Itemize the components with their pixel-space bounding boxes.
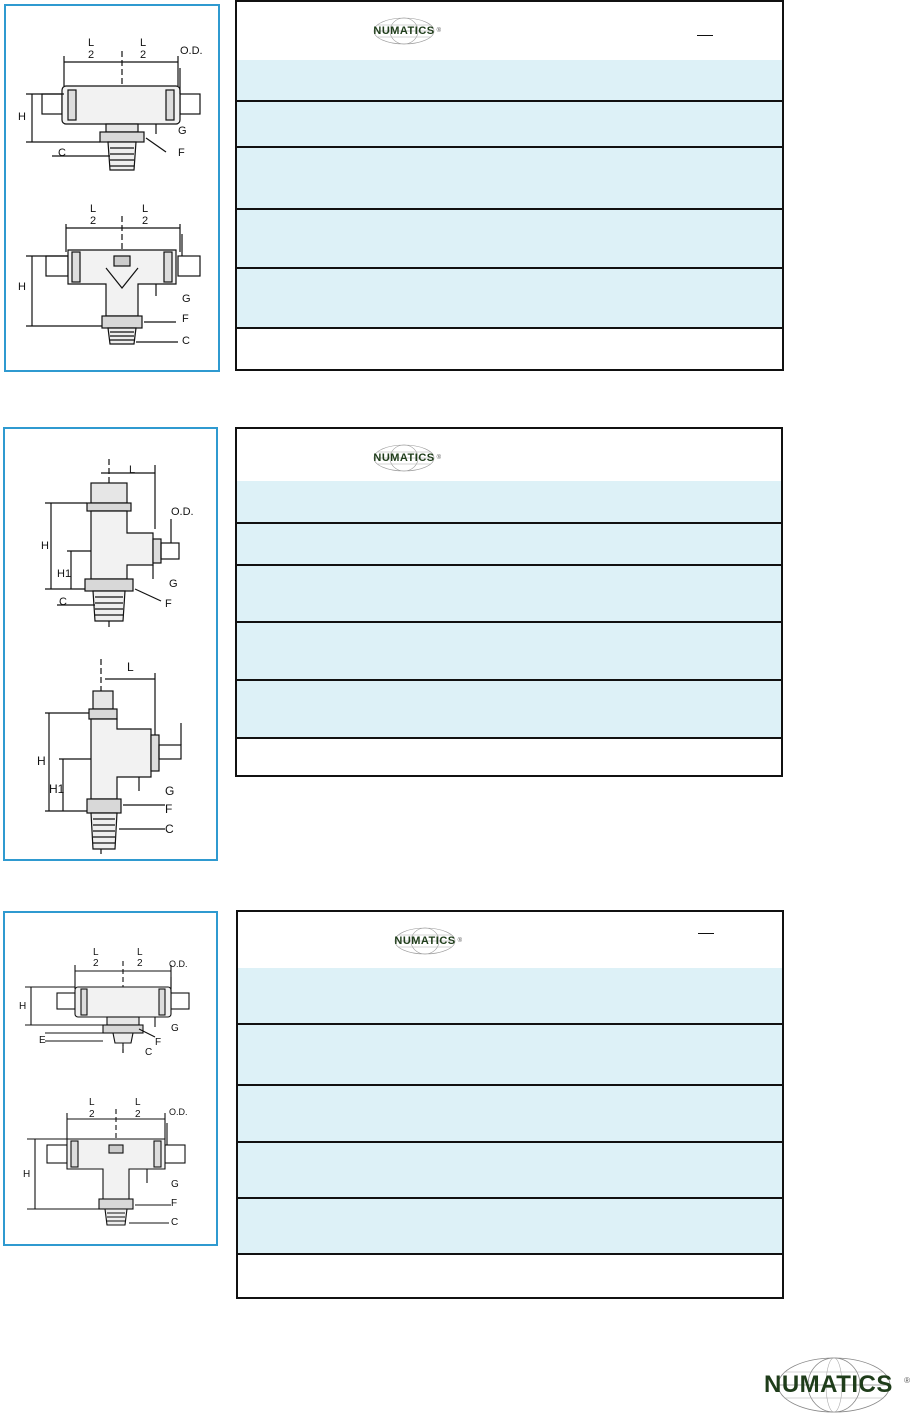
table-row xyxy=(237,681,781,739)
table-row xyxy=(238,1025,782,1086)
table-row xyxy=(237,148,782,210)
dim-half-label: 2 xyxy=(142,215,148,227)
dim-f-label: F xyxy=(171,1198,177,1209)
dim-g-label: G xyxy=(178,125,187,137)
dim-l-label: L xyxy=(89,1097,95,1108)
registered-mark: ® xyxy=(904,1376,910,1385)
dim-h-label: H xyxy=(19,1001,26,1012)
numatics-logo: NUMATICS ® xyxy=(363,443,445,473)
dim-l-label: L xyxy=(140,37,146,49)
dim-f-label: F xyxy=(155,1037,161,1048)
table-row xyxy=(237,524,781,566)
table-row xyxy=(237,210,782,269)
dim-g-label: G xyxy=(171,1023,179,1034)
table-row xyxy=(237,329,782,369)
header-rule-mark xyxy=(697,35,713,36)
table-row xyxy=(237,102,782,148)
dim-l-label: L xyxy=(127,660,134,674)
spec-table-3: NUMATICS ® xyxy=(236,910,784,1299)
dim-c-label: C xyxy=(58,147,66,159)
dim-l-label: L xyxy=(93,947,99,958)
dim-c-label: C xyxy=(165,822,174,836)
spec-table-2: NUMATICS ® xyxy=(235,427,783,777)
table-row xyxy=(238,1255,782,1297)
registered-mark: ® xyxy=(436,28,441,34)
fitting-diagram-3: L 2 L 2 O.D. H E G F C L 2 L 2 O.D. H G xyxy=(3,911,218,1246)
table-row xyxy=(237,566,781,623)
dim-g-label: G xyxy=(182,293,191,305)
table-row xyxy=(237,60,782,102)
numatics-logo: NUMATICS ® xyxy=(384,926,466,956)
dim-half-label: 2 xyxy=(140,49,146,61)
dim-g-label: G xyxy=(171,1179,179,1190)
table-row xyxy=(238,1199,782,1255)
globe-icon xyxy=(373,444,435,472)
dim-od-label: O.D. xyxy=(180,45,203,57)
logo-wordmark: NUMATICS xyxy=(373,452,435,464)
dim-c-label: C xyxy=(182,335,190,347)
dim-l-label: L xyxy=(88,37,94,49)
dim-e-label: E xyxy=(39,1035,46,1046)
fitting-diagram-2: L O.D. H H1 G F C L H H1 G F C xyxy=(3,427,218,861)
dim-c-label: C xyxy=(145,1047,152,1058)
globe-icon xyxy=(777,1357,891,1413)
dim-f-label: F xyxy=(165,802,172,816)
table-row xyxy=(238,968,782,1025)
dim-l-label: L xyxy=(90,203,96,215)
table-row xyxy=(237,623,781,681)
run-tee-drawing: L O.D. H H1 G F C L H H1 G F C xyxy=(37,459,194,855)
dim-f-label: F xyxy=(182,313,189,325)
logo-wordmark: NUMATICS xyxy=(394,935,456,947)
dim-l-label: L xyxy=(135,1097,141,1108)
table-row xyxy=(237,269,782,329)
table-row xyxy=(238,1143,782,1199)
dim-c-label: C xyxy=(171,1217,178,1228)
miniature-tee-drawing: L 2 L 2 O.D. H E G F C L 2 L 2 O.D. H G xyxy=(19,947,190,1228)
dim-h-label: H xyxy=(23,1169,30,1180)
logo-wordmark: NUMATICS xyxy=(764,1371,893,1398)
fitting-diagram-1: L 2 L 2 O.D. H G F C L 2 L 2 H G xyxy=(4,4,220,372)
dim-h-label: H xyxy=(18,111,26,123)
dim-half-label: 2 xyxy=(135,1109,141,1120)
dim-half-label: 2 xyxy=(90,215,96,227)
globe-icon xyxy=(394,927,456,955)
dim-half-label: 2 xyxy=(88,49,94,61)
dim-h-label: H xyxy=(18,281,26,293)
header-rule-mark xyxy=(698,933,714,934)
dim-od-label: O.D. xyxy=(169,1107,188,1117)
table-row xyxy=(237,739,781,775)
globe-icon xyxy=(373,17,435,45)
dim-l-label: L xyxy=(129,464,135,476)
table-header: NUMATICS ® xyxy=(237,2,782,62)
dim-h-label: H xyxy=(37,754,46,768)
dim-od-label: O.D. xyxy=(169,959,188,969)
dim-half-label: 2 xyxy=(93,958,99,969)
dim-h1-label: H1 xyxy=(57,568,71,580)
tee-fitting-drawing: L 2 L 2 O.D. H G F C L 2 L 2 H G xyxy=(18,37,203,347)
dim-f-label: F xyxy=(165,598,172,610)
registered-mark: ® xyxy=(457,938,462,944)
spec-table-1: NUMATICS ® xyxy=(235,0,784,371)
dim-g-label: G xyxy=(169,578,178,590)
dim-l-label: L xyxy=(142,203,148,215)
registered-mark: ® xyxy=(436,455,441,461)
dim-h1-label: H1 xyxy=(49,782,65,796)
dim-f-label: F xyxy=(178,147,185,159)
footer-numatics-logo: NUMATICS ® xyxy=(760,1356,910,1414)
dim-od-label: O.D. xyxy=(171,506,194,518)
dim-half-label: 2 xyxy=(137,958,143,969)
dim-h-label: H xyxy=(41,540,49,552)
table-row xyxy=(238,1086,782,1143)
dim-g-label: G xyxy=(165,784,174,798)
table-header: NUMATICS ® xyxy=(237,429,781,483)
numatics-logo: NUMATICS ® xyxy=(363,16,445,46)
logo-wordmark: NUMATICS xyxy=(373,25,435,37)
dim-l-label: L xyxy=(137,947,143,958)
table-header: NUMATICS ® xyxy=(238,912,782,970)
dim-half-label: 2 xyxy=(89,1109,95,1120)
dim-c-label: C xyxy=(59,596,67,608)
table-row xyxy=(237,481,781,524)
